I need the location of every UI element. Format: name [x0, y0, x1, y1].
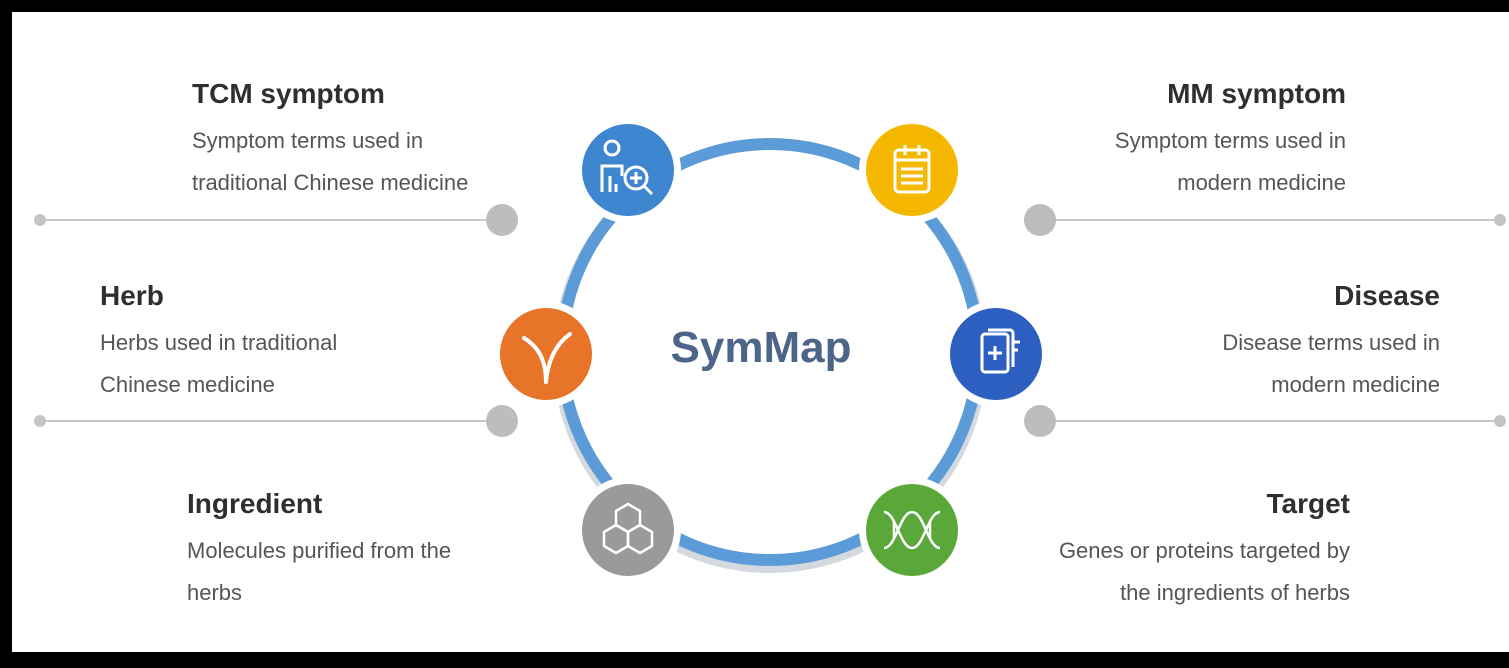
desc-tcm-symptom: Symptom terms used in traditional Chines…: [192, 120, 572, 204]
medical-record-icon: [980, 328, 1020, 374]
molecule-hexagon-icon: [602, 502, 654, 555]
desc-herb: Herbs used in traditional Chinese medici…: [100, 322, 480, 406]
clipboard-list-icon: [893, 145, 931, 194]
person-search-icon: [600, 139, 654, 196]
connector-node-dot-mm: [1024, 204, 1056, 236]
title-disease: Disease: [1334, 280, 1440, 311]
desc-line: Symptom terms used in: [192, 128, 424, 153]
label-block-tcm-symptom: TCM symptom Symptom terms used in tradit…: [192, 78, 572, 204]
connector-node-dot-tcm: [486, 204, 518, 236]
connector-node-dot-disease: [1024, 405, 1056, 437]
desc-disease: Disease terms used in modern medicine: [1040, 322, 1440, 406]
desc-line: Chinese medicine: [100, 372, 275, 397]
node-disease: [943, 301, 1049, 407]
title-tcm-symptom: TCM symptom: [192, 78, 385, 109]
connector-end-dot-disease: [1494, 415, 1506, 427]
node-tcm-symptom: [575, 117, 681, 223]
title-ingredient: Ingredient: [187, 488, 323, 519]
label-block-disease: Disease Disease terms used in modern med…: [1040, 280, 1440, 406]
desc-line: herbs: [187, 580, 243, 605]
label-block-herb: Herb Herbs used in traditional Chinese m…: [100, 280, 480, 406]
desc-line: Disease terms used in: [1222, 330, 1440, 355]
title-target: Target: [1266, 488, 1351, 519]
sprout-icon: [522, 332, 572, 384]
desc-line: modern medicine: [1271, 372, 1440, 397]
label-block-target: Target Genes or proteins targeted by the…: [950, 488, 1350, 614]
label-block-mm-symptom: MM symptom Symptom terms used in modern …: [946, 78, 1346, 204]
connector-node-dot-herb: [486, 405, 518, 437]
center-title: SymMap: [670, 323, 852, 372]
node-mm-symptom: [859, 117, 965, 223]
desc-target: Genes or proteins targeted by the ingred…: [950, 530, 1350, 614]
desc-line: Symptom terms used in: [1114, 128, 1346, 153]
desc-line: Herbs used in traditional: [100, 330, 338, 355]
title-mm-symptom: MM symptom: [1167, 78, 1346, 109]
node-ingredient: [575, 477, 681, 583]
title-herb: Herb: [100, 280, 164, 311]
desc-line: Molecules purified from the: [187, 538, 452, 563]
connector-end-dot-herb: [34, 415, 46, 427]
desc-line: the ingredients of herbs: [1120, 580, 1350, 605]
desc-line: Genes or proteins targeted by: [1058, 538, 1350, 563]
connector-end-dot-mm: [1494, 214, 1506, 226]
node-target: [859, 477, 965, 583]
dna-icon: [883, 510, 941, 550]
desc-ingredient: Molecules purified from the herbs: [187, 530, 567, 614]
diagram-canvas: [12, 12, 1509, 652]
desc-line: modern medicine: [1177, 170, 1346, 195]
desc-mm-symptom: Symptom terms used in modern medicine: [946, 120, 1346, 204]
node-herb: [493, 301, 599, 407]
desc-line: traditional Chinese medicine: [192, 170, 469, 195]
label-block-ingredient: Ingredient Molecules purified from the h…: [187, 488, 567, 614]
connector-end-dot-tcm: [34, 214, 46, 226]
